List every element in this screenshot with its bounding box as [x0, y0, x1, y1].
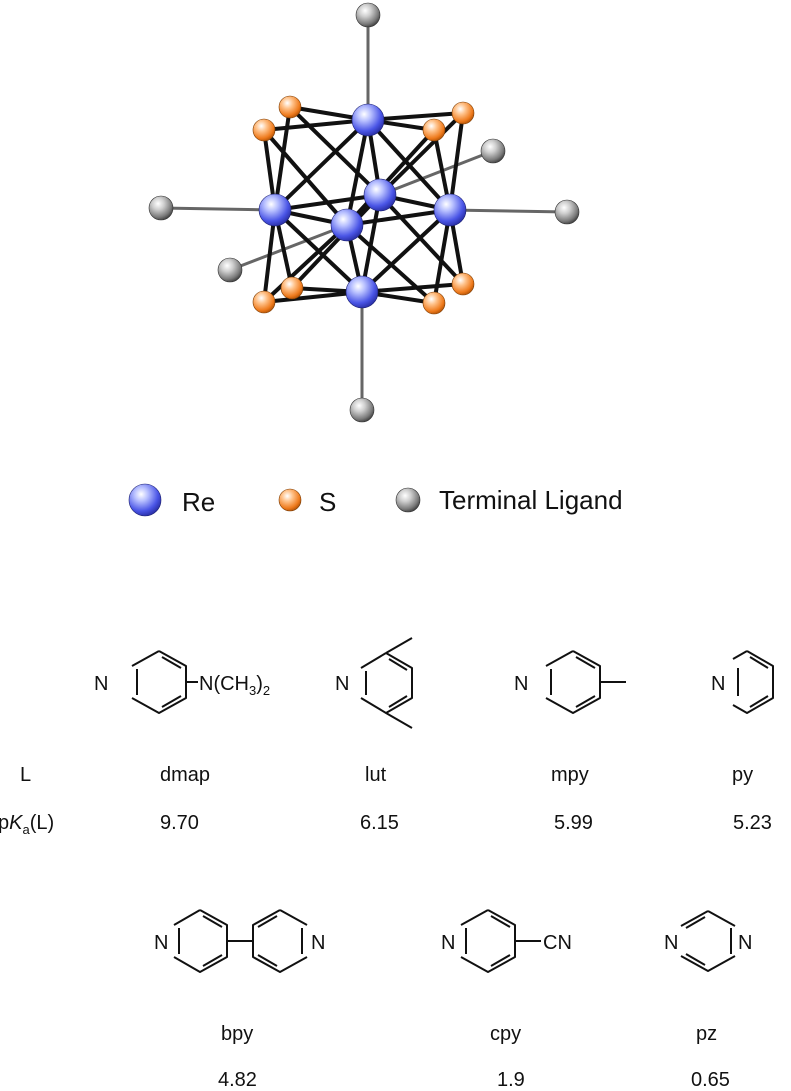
ligand-table: L pKa(L) dmap lut mpy py 9.70 6.15 5.99 … — [0, 764, 772, 1091]
ligand-abbr-lut: lut — [365, 764, 387, 786]
ligand-abbr-dmap: dmap — [160, 764, 210, 786]
dmap-amine-paren: ) — [256, 673, 263, 695]
pz-structure — [680, 910, 736, 972]
pka-value-mpy: 5.99 — [554, 812, 593, 834]
s-atom — [451, 101, 475, 125]
pz-n-left-label: N — [664, 932, 678, 954]
ligand-abbr-bpy: bpy — [221, 1023, 253, 1045]
mpy-structure — [545, 650, 626, 714]
terminal-legend-label: Terminal Ligand — [439, 485, 623, 515]
s-legend-icon — [278, 488, 302, 512]
s-atom — [280, 276, 304, 300]
pz-n-right-label: N — [738, 932, 752, 954]
cpy-cn-label: CN — [543, 932, 572, 954]
terminal-atom — [554, 199, 580, 225]
terminal-atom — [217, 257, 243, 283]
sulfur-atoms — [252, 95, 475, 315]
bpy-structure — [173, 909, 308, 973]
terminal-bonds — [160, 15, 568, 410]
ligand-abbr-cpy: cpy — [490, 1023, 521, 1045]
s-atom — [278, 95, 302, 119]
row-header-l: L — [20, 764, 31, 786]
re-atom — [351, 103, 385, 137]
rhenium-atoms — [258, 103, 467, 309]
bpy-n-right-label: N — [311, 932, 325, 954]
terminal-atom — [355, 2, 381, 28]
pka-value-bpy: 4.82 — [218, 1069, 257, 1091]
s-atom — [252, 290, 276, 314]
cluster-structure — [148, 2, 580, 423]
ligand-abbr-py: py — [732, 764, 753, 786]
cpy-structure — [460, 909, 541, 973]
dmap-amine-sub3: 3 — [249, 683, 256, 698]
dmap-amine-sub2: 2 — [263, 683, 270, 698]
py-n-label: N — [711, 673, 725, 695]
pka-a: a — [22, 822, 30, 837]
legend: Re S Terminal Ligand — [128, 483, 623, 517]
re-atom — [345, 275, 379, 309]
terminal-atoms — [148, 2, 580, 423]
dmap-n-label: N — [94, 673, 108, 695]
s-atom — [451, 272, 475, 296]
re-atom — [330, 208, 364, 242]
dmap-amine-a: N(CH — [199, 673, 249, 695]
pka-value-py: 5.23 — [733, 812, 772, 834]
terminal-atom — [148, 195, 174, 221]
pka-p: p — [0, 812, 9, 834]
lut-structure — [360, 637, 413, 729]
row-header-pka: pKa(L) — [0, 812, 54, 837]
terminal-atom — [349, 397, 375, 423]
s-atom — [422, 118, 446, 142]
pka-value-lut: 6.15 — [360, 812, 399, 834]
ligand-abbr-mpy: mpy — [551, 764, 589, 786]
py-structure — [732, 650, 774, 714]
s-atom — [252, 118, 276, 142]
re-atom — [258, 193, 292, 227]
re-atom — [433, 193, 467, 227]
re-atom — [363, 178, 397, 212]
ligand-abbr-pz: pz — [696, 1023, 717, 1045]
dmap-amine-label: N(CH3)2 — [199, 673, 270, 698]
re-legend-icon — [128, 483, 162, 517]
structure-labels: N N(CH3)2 N N N N N N CN N N — [94, 673, 752, 954]
mpy-n-label: N — [514, 673, 528, 695]
pka-value-pz: 0.65 — [691, 1069, 730, 1091]
dmap-structure — [131, 650, 198, 714]
s-legend-label: S — [319, 487, 336, 517]
terminal-legend-icon — [395, 487, 421, 513]
ligand-structures — [131, 637, 774, 973]
re-legend-label: Re — [182, 487, 215, 517]
bpy-n-left-label: N — [154, 932, 168, 954]
cpy-n-label: N — [441, 932, 455, 954]
pka-rest: (L) — [30, 812, 54, 834]
pka-value-dmap: 9.70 — [160, 812, 199, 834]
terminal-atom — [480, 138, 506, 164]
pka-k: K — [9, 812, 24, 834]
lut-n-label: N — [335, 673, 349, 695]
s-atom — [422, 291, 446, 315]
pka-value-cpy: 1.9 — [497, 1069, 525, 1091]
